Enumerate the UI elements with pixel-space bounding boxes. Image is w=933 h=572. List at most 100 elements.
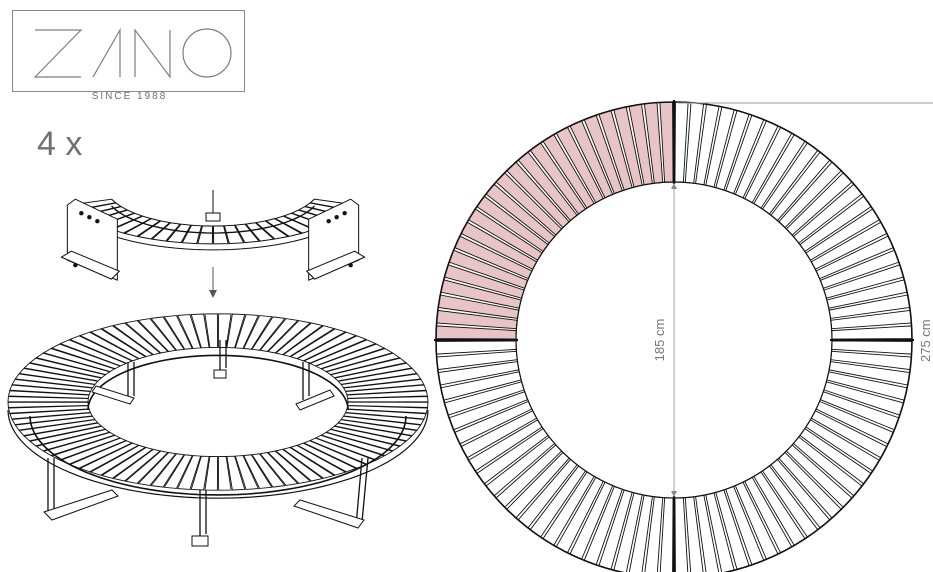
ring-slat [259, 318, 299, 352]
ring-slat [124, 450, 169, 484]
ring-slat [100, 325, 154, 357]
segment-slat [234, 223, 260, 244]
ring-slat [176, 314, 202, 349]
ring-slat [23, 362, 103, 382]
ring-slat [14, 373, 96, 389]
ring-slat [18, 419, 99, 436]
ring-slat [11, 412, 94, 426]
ring-slat [59, 339, 127, 367]
ring-slat [309, 339, 377, 367]
ring-slat [163, 454, 193, 489]
segment-slat [151, 222, 182, 242]
ring-slat [302, 335, 368, 364]
ring-slat [68, 440, 134, 469]
segment-slat [166, 223, 192, 244]
ring-slat [314, 343, 386, 370]
inner-dimension-line [671, 183, 677, 497]
ring-slat [217, 313, 232, 348]
ring-slat [190, 313, 210, 349]
assembled-ring-drawing [7, 313, 429, 547]
ring-foot [91, 385, 135, 405]
ring-slat [50, 434, 122, 461]
ring-slat [28, 425, 107, 447]
segment-quantity-label: 4 x [37, 125, 83, 163]
ring-slat [337, 419, 418, 436]
ring-slat [137, 452, 177, 486]
brand-tagline: SINCE 1988 [91, 91, 168, 102]
ring-slat [325, 352, 401, 376]
ring-slat [150, 316, 185, 351]
ring-slat [347, 401, 429, 408]
segment-bolt [79, 210, 84, 216]
segment-slat [123, 218, 162, 237]
ring-slat [342, 378, 425, 392]
ring-slat [347, 396, 429, 403]
ring-slat [296, 331, 358, 362]
segment-slat [136, 220, 171, 240]
ring-slat [296, 442, 358, 473]
single-segment-drawing [60, 190, 366, 281]
outer-diameter-label: 275 cm [918, 319, 933, 362]
segment-inner-frame [111, 205, 315, 234]
ring-foot [213, 369, 227, 379]
ring-slat [89, 328, 147, 360]
ring-slat [243, 315, 273, 350]
ring-slat [23, 422, 103, 442]
ring-slat [340, 373, 422, 389]
ring-slat [309, 437, 377, 465]
ring-slat [150, 453, 185, 488]
ring-slat [190, 455, 210, 491]
ring-slat [329, 425, 408, 447]
ring-slat [9, 384, 92, 396]
segment-bolt [95, 218, 100, 224]
segment-bolt [334, 214, 339, 220]
ring-slat [329, 357, 408, 379]
ring-slat [7, 396, 89, 403]
ring-slat [112, 322, 162, 356]
ring-slat [14, 415, 96, 431]
segment-slat [197, 225, 214, 245]
inner-diameter-label: 185 cm [652, 319, 667, 362]
segment-slat [181, 224, 203, 245]
ring-slat [289, 328, 347, 360]
segment-center-foot [205, 212, 221, 222]
ring-slat [176, 455, 202, 490]
ring-slat [42, 431, 116, 456]
segment-bolt [73, 262, 78, 268]
segment-slat [223, 224, 245, 245]
ring-slat [234, 314, 260, 349]
segment-slat [264, 218, 303, 237]
segment-slat [244, 222, 275, 242]
segment-bolt [348, 262, 353, 268]
segment-slat [255, 220, 290, 240]
ring-slat [78, 331, 140, 362]
ring-leg [355, 457, 363, 527]
ring-slat [282, 325, 336, 357]
segment-bolt [87, 214, 92, 220]
ring-slat [274, 448, 324, 482]
assembly-arrow [209, 267, 217, 298]
logo-letter-n [134, 28, 171, 79]
ring-slat [11, 378, 94, 392]
logo-letter-o [182, 28, 232, 78]
logo-letter-a [92, 27, 121, 78]
ring-slat [251, 316, 286, 351]
ring-slat [346, 390, 429, 399]
ring-slat [314, 434, 386, 461]
ring-slat [112, 448, 162, 482]
ring-slat [204, 456, 219, 491]
logo-letter-z [33, 29, 83, 78]
ring-slat [204, 313, 219, 348]
ring-slat [251, 453, 286, 488]
plan-view [434, 100, 914, 572]
segment-left-foot [60, 250, 121, 280]
ring-foot [295, 389, 335, 411]
brand-logo: SINCE 1988 [12, 10, 245, 102]
ring-foot [191, 535, 209, 547]
ring-slat [89, 444, 147, 476]
zano-wordmark [33, 27, 232, 79]
ring-slat [35, 428, 111, 452]
ring-slat [100, 447, 154, 479]
segment-slat [110, 215, 153, 234]
